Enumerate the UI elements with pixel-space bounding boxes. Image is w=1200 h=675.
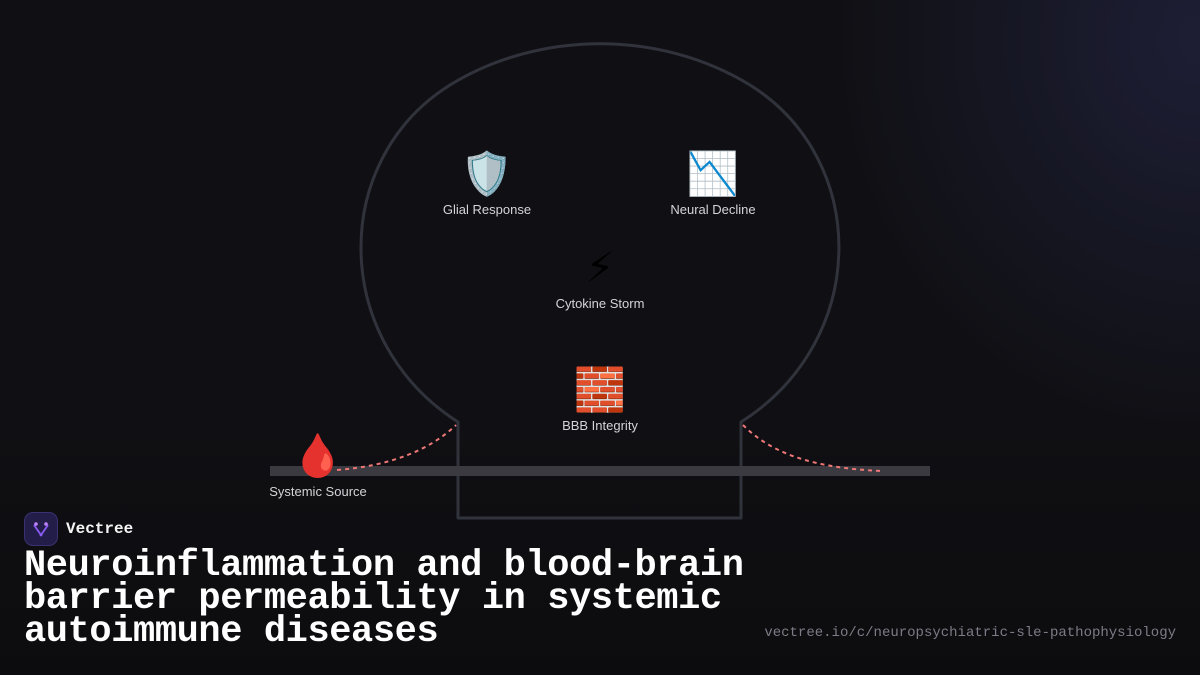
brand-name: Vectree: [66, 520, 134, 538]
brand: Vectree: [24, 512, 133, 546]
page-title: Neuroinflammation and blood-brain barrie…: [24, 545, 744, 653]
blood-vessel: [270, 466, 930, 476]
node-label: Cytokine Storm: [555, 296, 645, 311]
node-bbb-integrity: 🧱 BBB Integrity: [510, 366, 690, 434]
node-label: Glial Response: [442, 202, 532, 217]
source-url[interactable]: vectree.io/c/neuropsychiatric-sle-pathop…: [764, 625, 1176, 641]
lightning-icon: ⚡: [585, 243, 615, 292]
node-neural-decline: 📉 Neural Decline: [623, 150, 803, 218]
brain-outline: [359, 42, 841, 520]
flow-path-left: [336, 424, 457, 471]
node-systemic-source: 🩸 Systemic Source: [228, 432, 408, 500]
node-label: Neural Decline: [670, 202, 756, 217]
flow-path-right: [742, 424, 883, 472]
node-label: Systemic Source: [269, 484, 367, 499]
node-glial-response: 🛡️ Glial Response: [397, 150, 577, 218]
shield-icon: 🛡️: [460, 149, 514, 198]
blood-drop-icon: 🩸: [291, 431, 345, 480]
vectree-logo-icon: [24, 512, 58, 546]
chart-decreasing-icon: 📉: [686, 149, 740, 198]
node-label: BBB Integrity: [562, 418, 638, 433]
node-cytokine-storm: ⚡ Cytokine Storm: [510, 244, 690, 312]
brick-wall-icon: 🧱: [573, 365, 627, 414]
